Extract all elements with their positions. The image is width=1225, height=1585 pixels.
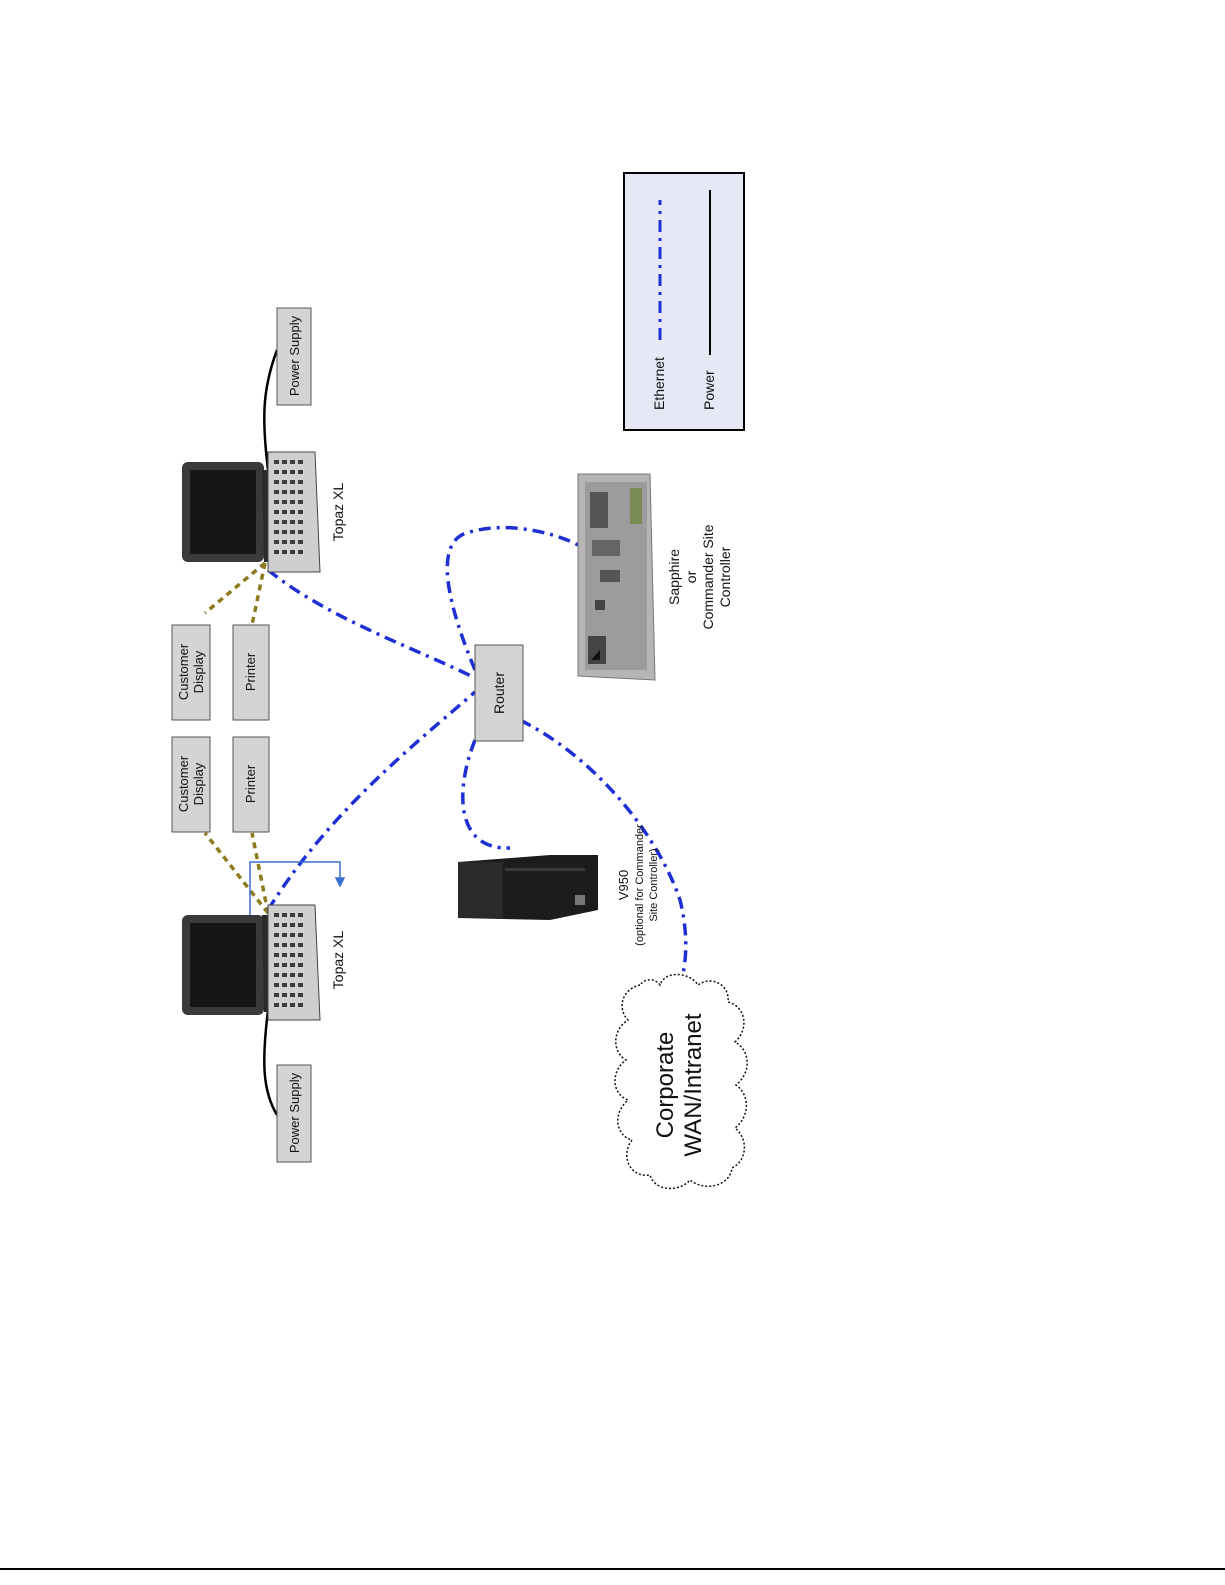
svg-text:Display: Display [191, 762, 206, 805]
page-bottom-rule [0, 1568, 1225, 1570]
svg-text:V950: V950 [616, 870, 631, 900]
svg-text:Corporate: Corporate [652, 1032, 679, 1139]
svg-text:Power Supply: Power Supply [287, 1072, 302, 1153]
corporate-cloud: Corporate WAN/Intranet [615, 974, 747, 1188]
printer-2: Printer [233, 737, 269, 832]
customer-display-2: Customer Display [172, 737, 210, 832]
svg-text:Router: Router [491, 672, 507, 714]
customer-display-1: Customer Display [172, 625, 210, 720]
router: Router [475, 645, 523, 741]
svg-text:(optional for Commander: (optional for Commander [634, 824, 646, 946]
svg-text:Printer: Printer [243, 764, 258, 803]
printer-1: Printer [233, 625, 269, 720]
legend-power-label: Power [701, 370, 717, 410]
sapphire-controller: Sapphire or Commander Site Controller [578, 474, 733, 680]
svg-text:Controller: Controller [717, 546, 733, 607]
v950-device: V950 (optional for Commander Site Contro… [458, 824, 660, 946]
svg-text:Sapphire: Sapphire [666, 549, 682, 605]
svg-text:Power Supply: Power Supply [287, 315, 302, 396]
svg-text:Site Controller): Site Controller) [648, 848, 660, 921]
svg-text:WAN/Intranet: WAN/Intranet [680, 1013, 707, 1156]
svg-text:Printer: Printer [243, 652, 258, 691]
svg-text:Display: Display [191, 650, 206, 693]
svg-text:Topaz XL: Topaz XL [330, 931, 346, 990]
svg-text:Topaz XL: Topaz XL [330, 483, 346, 542]
legend-ethernet-label: Ethernet [651, 357, 667, 410]
power-cable-left [264, 1010, 277, 1115]
svg-text:Customer: Customer [176, 755, 191, 812]
power-supply-left: Power Supply [277, 1065, 311, 1162]
topaz-xl-left: Topaz XL [182, 905, 346, 1020]
legend: Ethernet Power [624, 173, 744, 430]
svg-text:Customer: Customer [176, 643, 191, 700]
power-supply-right: Power Supply [277, 308, 311, 405]
svg-text:or: or [683, 570, 699, 583]
svg-text:Commander Site: Commander Site [700, 524, 716, 629]
topaz-xl-right: Topaz XL [182, 452, 346, 572]
